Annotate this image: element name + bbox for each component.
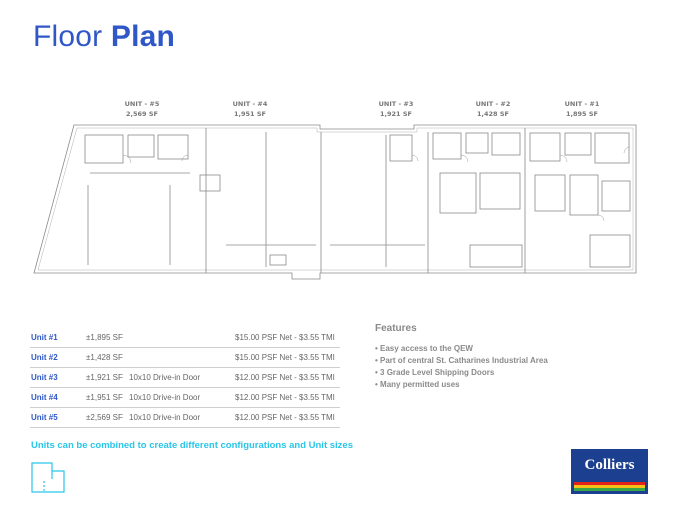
plan-label-unit-5: UNIT - #5 [125,100,160,108]
unit-door: 10x10 Drive-in Door [129,413,201,422]
features-heading: Features [375,323,417,334]
unit-price: $15.00 PSF Net - $3.55 TMI [235,333,335,342]
unit-table: Unit #1 ±1,895 SF $15.00 PSF Net - $3.55… [30,328,340,428]
plan-label-unit-2-sf: 1,428 SF [477,110,509,118]
list-item: • 3 Grade Level Shipping Doors [375,368,495,377]
plan-label-unit-2: UNIT - #2 [476,100,511,108]
table-row: Unit #2 ±1,428 SF $15.00 PSF Net - $3.55… [30,348,340,368]
unit-sf: ±1,921 SF [86,373,123,382]
unit-sf: ±1,951 SF [86,393,123,402]
unit-sf: ±2,569 SF [86,413,123,422]
table-row: Unit #1 ±1,895 SF $15.00 PSF Net - $3.55… [30,328,340,348]
colliers-logo: Colliers [571,449,648,494]
logo-stripes [574,482,645,491]
list-item: • Part of central St. Catharines Industr… [375,356,548,365]
list-item: • Many permitted uses [375,380,460,389]
unit-sf: ±1,428 SF [86,353,123,362]
features-list: • Easy access to the QEW • Part of centr… [375,343,548,391]
unit-price: $15.00 PSF Net - $3.55 TMI [235,353,335,362]
unit-price: $12.00 PSF Net - $3.55 TMI [235,373,335,382]
plan-label-unit-5-sf: 2,569 SF [126,110,158,118]
table-row: Unit #3 ±1,921 SF 10x10 Drive-in Door $1… [30,368,340,388]
unit-door: 10x10 Drive-in Door [129,373,201,382]
plan-unit-labels: UNIT - #5 2,569 SF UNIT - #4 1,951 SF UN… [125,100,600,118]
floor-plan-drawing: UNIT - #5 2,569 SF UNIT - #4 1,951 SF UN… [33,100,637,280]
plan-label-unit-3-sf: 1,921 SF [380,110,412,118]
unit-name: Unit #3 [31,373,58,382]
title-light: Floor [33,20,103,53]
plan-label-unit-3: UNIT - #3 [379,100,414,108]
logo-wordmark: Colliers [584,457,635,473]
unit-sf: ±1,895 SF [86,333,123,342]
features-section: Features • Easy access to the QEW • Part… [375,323,548,391]
combine-units-note: Units can be combined to create differen… [31,440,353,451]
plan-label-unit-1-sf: 1,895 SF [566,110,598,118]
plan-doors [122,146,631,222]
unit-price: $12.00 PSF Net - $3.55 TMI [235,393,335,402]
unit-name: Unit #2 [31,353,58,362]
plan-label-unit-4: UNIT - #4 [233,100,268,108]
plan-label-unit-1: UNIT - #1 [565,100,600,108]
unit-price: $12.00 PSF Net - $3.55 TMI [235,413,335,422]
unit-door: 10x10 Drive-in Door [129,393,201,402]
table-row: Unit #5 ±2,569 SF 10x10 Drive-in Door $1… [30,408,340,428]
table-row: Unit #4 ±1,951 SF 10x10 Drive-in Door $1… [30,388,340,408]
unit-name: Unit #1 [31,333,58,342]
list-item: • Easy access to the QEW [375,344,473,353]
page-title: Floor Plan [33,20,175,54]
plan-walls [33,124,637,280]
unit-name: Unit #4 [31,393,58,402]
title-bold: Plan [110,20,176,53]
plan-label-unit-4-sf: 1,951 SF [234,110,266,118]
unit-name: Unit #5 [31,413,58,422]
floor-plan-icon [31,462,65,493]
